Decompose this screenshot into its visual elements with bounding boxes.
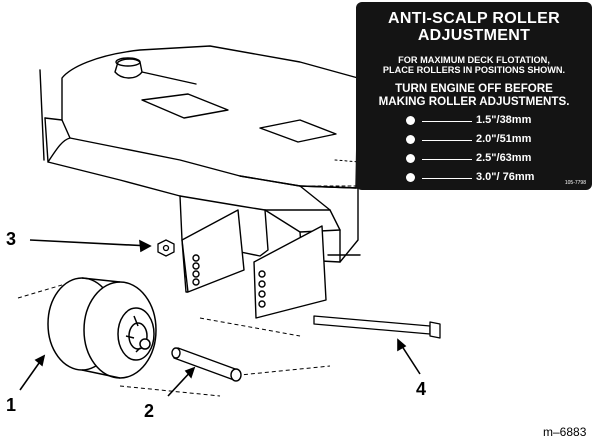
position-row-3: 2.5"/63mm [406, 152, 566, 165]
filler-cap [114, 58, 143, 79]
figure-id: m–6883 [543, 425, 587, 439]
anti-scalp-adjustment-decal: ANTI-SCALP ROLLER ADJUSTMENT FOR MAXIMUM… [356, 2, 592, 190]
decal-warning-line2: MAKING ROLLER ADJUSTMENTS. [378, 95, 570, 108]
roller-bolt [313, 315, 441, 339]
position-leader-line [422, 139, 472, 141]
position-dot-icon [406, 173, 415, 182]
anti-scalp-roller [47, 277, 157, 379]
position-row-4: 3.0"/ 76mm [406, 171, 566, 184]
callout-4: 4 [416, 379, 427, 399]
position-dot-icon [406, 154, 415, 163]
callout-2: 2 [144, 401, 155, 421]
position-dot-icon [406, 135, 415, 144]
decal-title-line2: ADJUSTMENT [417, 27, 531, 44]
decal-warning-line1: TURN ENGINE OFF BEFORE [395, 82, 553, 95]
position-leader-line [422, 120, 472, 122]
decal-title-line1: ANTI-SCALP ROLLER [388, 10, 560, 27]
position-leader-line [422, 177, 472, 179]
right-bracket [253, 225, 327, 319]
position-label: 1.5"/38mm [476, 114, 532, 126]
position-row-2: 2.0"/51mm [406, 133, 566, 146]
callout-leaders [19, 239, 421, 397]
decal-subtitle-line2: PLACE ROLLERS IN POSITIONS SHOWN. [382, 65, 566, 75]
deck-front-edge [44, 117, 266, 211]
decal-subtitle-line1: FOR MAXIMUM DECK FLOTATION, [398, 55, 550, 65]
callout-3: 3 [6, 229, 17, 249]
position-label: 3.0"/ 76mm [476, 171, 535, 183]
position-label: 2.0"/51mm [476, 133, 532, 145]
position-row-1: 1.5"/38mm [406, 114, 566, 127]
deck-front-face [179, 195, 269, 257]
callout-1: 1 [6, 395, 17, 415]
position-label: 2.5"/63mm [476, 152, 532, 164]
position-dot-icon [406, 116, 415, 125]
roller-spacer [171, 347, 242, 382]
flange-nut [157, 239, 175, 257]
left-bracket [181, 209, 245, 293]
decal-part-code: 105-7798 [564, 180, 586, 186]
position-leader-line [422, 158, 472, 160]
deck-top-outline [61, 45, 359, 189]
